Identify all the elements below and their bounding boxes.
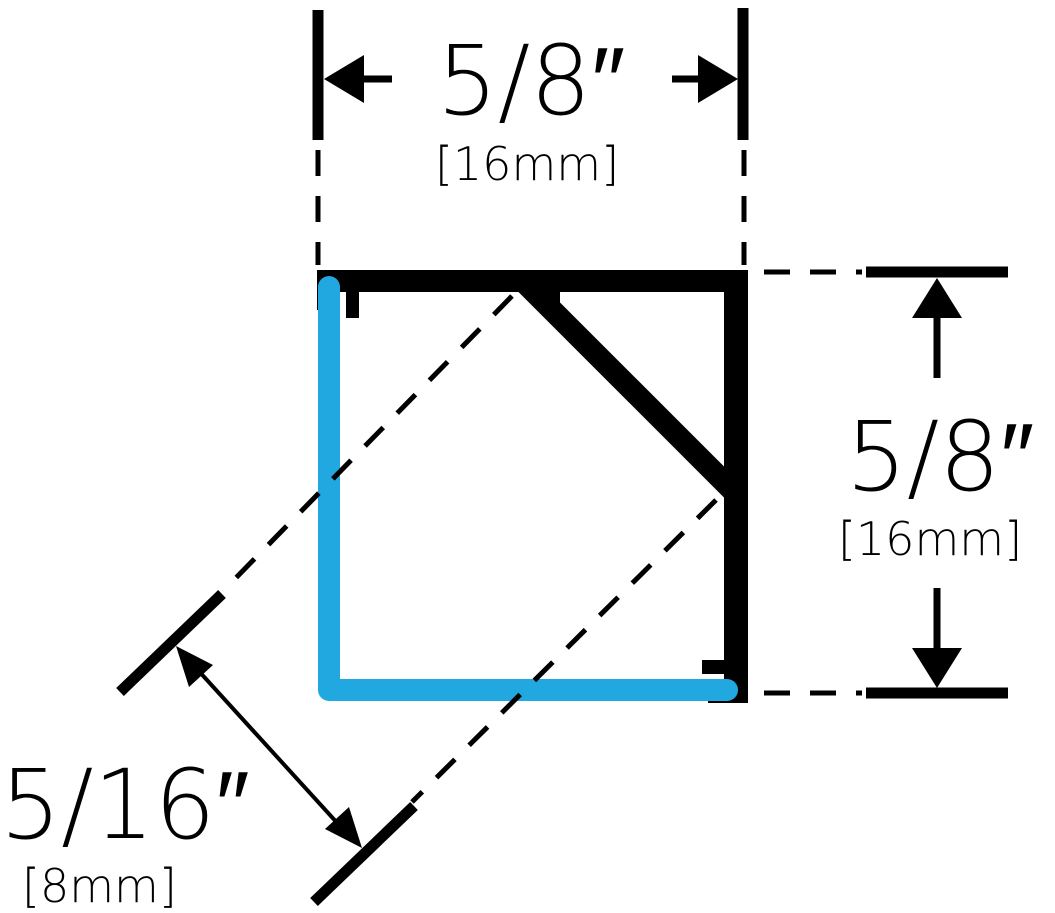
height-arrow-up [912,278,962,318]
width-dimension: 5/8″ [16mm] [312,8,749,265]
diffuser-l-shape [318,276,738,701]
profile-outline [317,270,748,703]
diagonal-leader [194,666,342,828]
diagonal-dimension: 5/16″ [8mm] [0,294,718,913]
diagonal-dashed-upper [222,294,514,592]
width-label-imperial: 5/8″ [437,25,625,137]
height-label-metric: [16mm] [838,512,1022,566]
height-label-imperial: 5/8″ [846,401,1034,513]
diagonal-extension-lower [310,802,418,906]
width-label-metric: [16mm] [435,137,619,191]
diagonal-arrow-upper [176,646,213,687]
height-arrow-down [912,648,962,688]
diagonal-label-imperial: 5/16″ [0,749,250,861]
profile-web-joint [512,270,560,320]
diagonal-arrow-lower [325,807,362,848]
profile-top-left-hook [346,285,359,318]
height-dimension: 5/8″ [16mm] [764,266,1034,699]
profile-bottom-right-lip [702,660,732,674]
diagonal-extension-upper [116,590,226,696]
diagonal-dashed-lower [410,498,718,804]
diagonal-label-metric: [8mm] [22,859,177,913]
width-arrow-left [324,55,364,103]
width-arrow-right [698,55,738,103]
